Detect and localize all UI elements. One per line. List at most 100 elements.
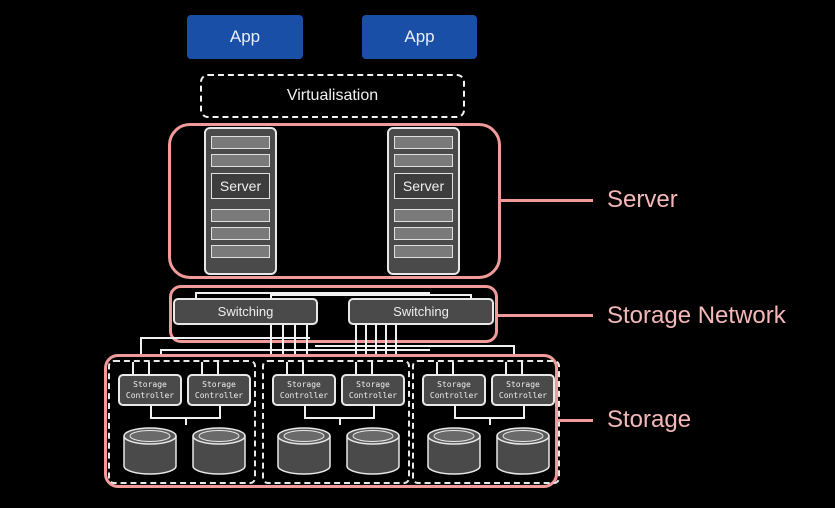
app-label: App <box>229 27 261 46</box>
storage-group <box>104 354 558 488</box>
connector-line <box>294 325 296 355</box>
server-label: Server <box>402 178 445 194</box>
storage-controller-label: Storage <box>287 380 321 389</box>
connector-line <box>148 362 150 374</box>
storage-controller-label: Storage <box>356 380 390 389</box>
connector-line <box>195 292 430 294</box>
connector-line <box>395 325 397 355</box>
storage-network-group <box>169 285 498 343</box>
connector-line <box>270 325 272 355</box>
virtualisation-layer: Virtualisation <box>200 74 465 118</box>
storage-controller-label: Controller <box>125 391 175 400</box>
switch-2: Switching <box>348 298 494 325</box>
server-label-box: Server <box>211 173 270 199</box>
switch-label: Switching <box>393 304 449 319</box>
connector-line <box>306 325 308 355</box>
server-slot <box>394 136 453 149</box>
server-slot <box>211 154 270 167</box>
server-slot <box>394 245 453 258</box>
connector-line <box>436 362 438 374</box>
storage-cell <box>262 360 410 484</box>
connector-line <box>521 362 523 374</box>
connector-line <box>132 362 134 374</box>
connector-line <box>355 362 357 374</box>
connector-line <box>315 345 515 347</box>
connector-line <box>339 417 341 425</box>
connector-line <box>452 362 454 374</box>
server-rack-1: Server <box>204 127 277 275</box>
connector-line <box>470 294 472 298</box>
app-label: App <box>404 27 435 46</box>
connector-line <box>286 362 288 374</box>
storage-cell <box>412 360 560 484</box>
connector-line <box>219 406 221 418</box>
connector-line <box>160 349 162 355</box>
server-slot <box>211 227 270 240</box>
server-slot <box>394 209 453 222</box>
layer-label-server: Server <box>607 186 678 213</box>
disk-icon <box>427 427 481 475</box>
switch-1: Switching <box>173 298 318 325</box>
connector-line <box>270 294 470 296</box>
connector-line <box>302 362 304 374</box>
connector-line <box>355 325 357 355</box>
layer-label-storage-network: Storage Network <box>607 302 786 329</box>
server-slot <box>211 245 270 258</box>
connector-line <box>371 362 373 374</box>
connector-line <box>282 325 284 355</box>
storage-controller-label: Storage <box>506 380 540 389</box>
storage-controller-label: Storage <box>202 380 236 389</box>
connector-line <box>373 406 375 418</box>
server-slot <box>394 154 453 167</box>
server-rack-2: Server <box>387 127 460 275</box>
connector-line <box>140 337 310 339</box>
app-box-2: App <box>362 15 477 59</box>
connector-line <box>523 406 525 418</box>
disk-icon <box>496 427 550 475</box>
connector-line <box>201 362 203 374</box>
connector-line <box>304 406 306 418</box>
storage-controller-label: Controller <box>348 391 398 400</box>
storage-controller-label: Storage <box>437 380 471 389</box>
server-slot <box>394 227 453 240</box>
storage-leader-line <box>558 419 593 422</box>
storage-controller-label: Controller <box>429 391 479 400</box>
storage-controller-label: Controller <box>194 391 244 400</box>
server-slot <box>211 209 270 222</box>
disk-icon <box>192 427 246 475</box>
layer-label-storage: Storage <box>607 406 692 433</box>
storage-controller-label: Controller <box>279 391 329 400</box>
connector-line <box>385 325 387 355</box>
server-slot <box>211 136 270 149</box>
storage-controller-label: Storage <box>133 380 167 389</box>
switch-label: Switching <box>217 304 274 319</box>
app-box-1: App <box>187 15 303 59</box>
connector-line <box>217 362 219 374</box>
connector-line <box>270 294 272 298</box>
server-label: Server <box>219 178 262 194</box>
disk-icon <box>346 427 400 475</box>
server-group <box>168 123 501 279</box>
disk-icon <box>277 427 331 475</box>
connector-line <box>505 362 507 374</box>
connector-line <box>454 406 456 418</box>
server-label-box: Server <box>394 173 453 199</box>
storage-network-leader-line <box>498 314 593 317</box>
connector-line <box>489 417 491 425</box>
connector-line <box>513 345 515 355</box>
server-leader-line <box>501 199 593 202</box>
connector-line <box>150 406 152 418</box>
connector-line <box>375 325 377 355</box>
disk-icon <box>123 427 177 475</box>
virtualisation-label: Virtualisation <box>286 87 379 104</box>
connector-line <box>185 417 187 425</box>
connector-line <box>195 292 197 298</box>
storage-controller-label: Controller <box>498 391 548 400</box>
